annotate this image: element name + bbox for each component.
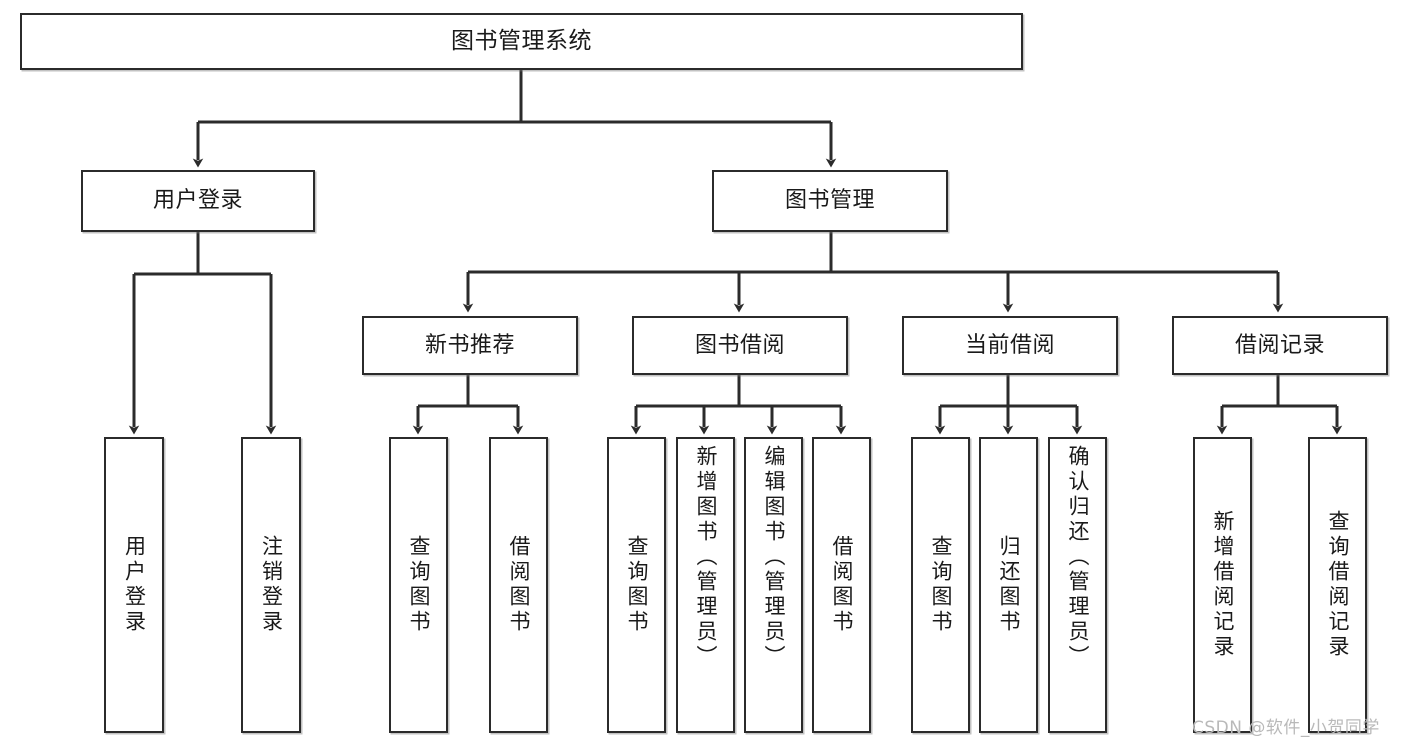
leaf-return-book-label: 归还图书: [997, 535, 1021, 635]
csdn-watermark: CSDN @软件_小贺同学: [1192, 718, 1380, 738]
leaf-add-record[interactable]: 新增借阅记录: [1193, 437, 1252, 733]
node-book-manage[interactable]: 图书管理: [712, 170, 948, 232]
node-book-manage-label: 图书管理: [784, 188, 875, 214]
leaf-add-book[interactable]: 新增图书（管理员）: [676, 437, 735, 733]
leaf-borrow-book-1-label: 借阅图书: [507, 535, 531, 635]
node-root[interactable]: 图书管理系统: [20, 13, 1023, 70]
node-root-label: 图书管理系统: [451, 27, 592, 54]
leaf-query-book-3[interactable]: 查询图书: [911, 437, 970, 733]
leaf-user-login-label: 用户登录: [122, 535, 147, 635]
leaf-query-book-3-label: 查询图书: [929, 535, 953, 635]
leaf-add-record-label: 新增借阅记录: [1211, 510, 1235, 660]
leaf-borrow-book-2[interactable]: 借阅图书: [812, 437, 871, 733]
leaf-add-book-label: 新增图书（管理员）: [694, 445, 718, 670]
leaf-edit-book[interactable]: 编辑图书（管理员）: [744, 437, 803, 733]
node-user-login[interactable]: 用户登录: [81, 170, 315, 232]
leaf-query-book-2[interactable]: 查询图书: [607, 437, 666, 733]
leaf-user-login[interactable]: 用户登录: [104, 437, 164, 733]
node-borrow-record[interactable]: 借阅记录: [1172, 316, 1388, 375]
leaf-confirm-return[interactable]: 确认归还（管理员）: [1048, 437, 1107, 733]
node-new-book-recommend[interactable]: 新书推荐: [362, 316, 578, 375]
node-borrow-record-label: 借阅记录: [1234, 332, 1325, 358]
leaf-query-book-1[interactable]: 查询图书: [389, 437, 448, 733]
leaf-edit-book-label: 编辑图书（管理员）: [762, 445, 786, 670]
node-current-borrow-label: 当前借阅: [964, 332, 1055, 358]
leaf-confirm-return-label: 确认归还（管理员）: [1066, 445, 1090, 670]
leaf-query-book-1-label: 查询图书: [407, 535, 431, 635]
node-book-borrow-label: 图书借阅: [694, 332, 785, 358]
leaf-query-record-label: 查询借阅记录: [1326, 510, 1350, 660]
node-book-borrow[interactable]: 图书借阅: [632, 316, 848, 375]
node-user-login-label: 用户登录: [152, 188, 243, 214]
leaf-borrow-book-1[interactable]: 借阅图书: [489, 437, 548, 733]
node-current-borrow[interactable]: 当前借阅: [902, 316, 1118, 375]
leaf-query-record[interactable]: 查询借阅记录: [1308, 437, 1367, 733]
leaf-logout-login[interactable]: 注销登录: [241, 437, 301, 733]
leaf-return-book[interactable]: 归还图书: [979, 437, 1038, 733]
leaf-borrow-book-2-label: 借阅图书: [830, 535, 854, 635]
leaf-query-book-2-label: 查询图书: [625, 535, 649, 635]
leaf-logout-login-label: 注销登录: [259, 535, 284, 635]
node-new-book-recommend-label: 新书推荐: [424, 332, 515, 358]
